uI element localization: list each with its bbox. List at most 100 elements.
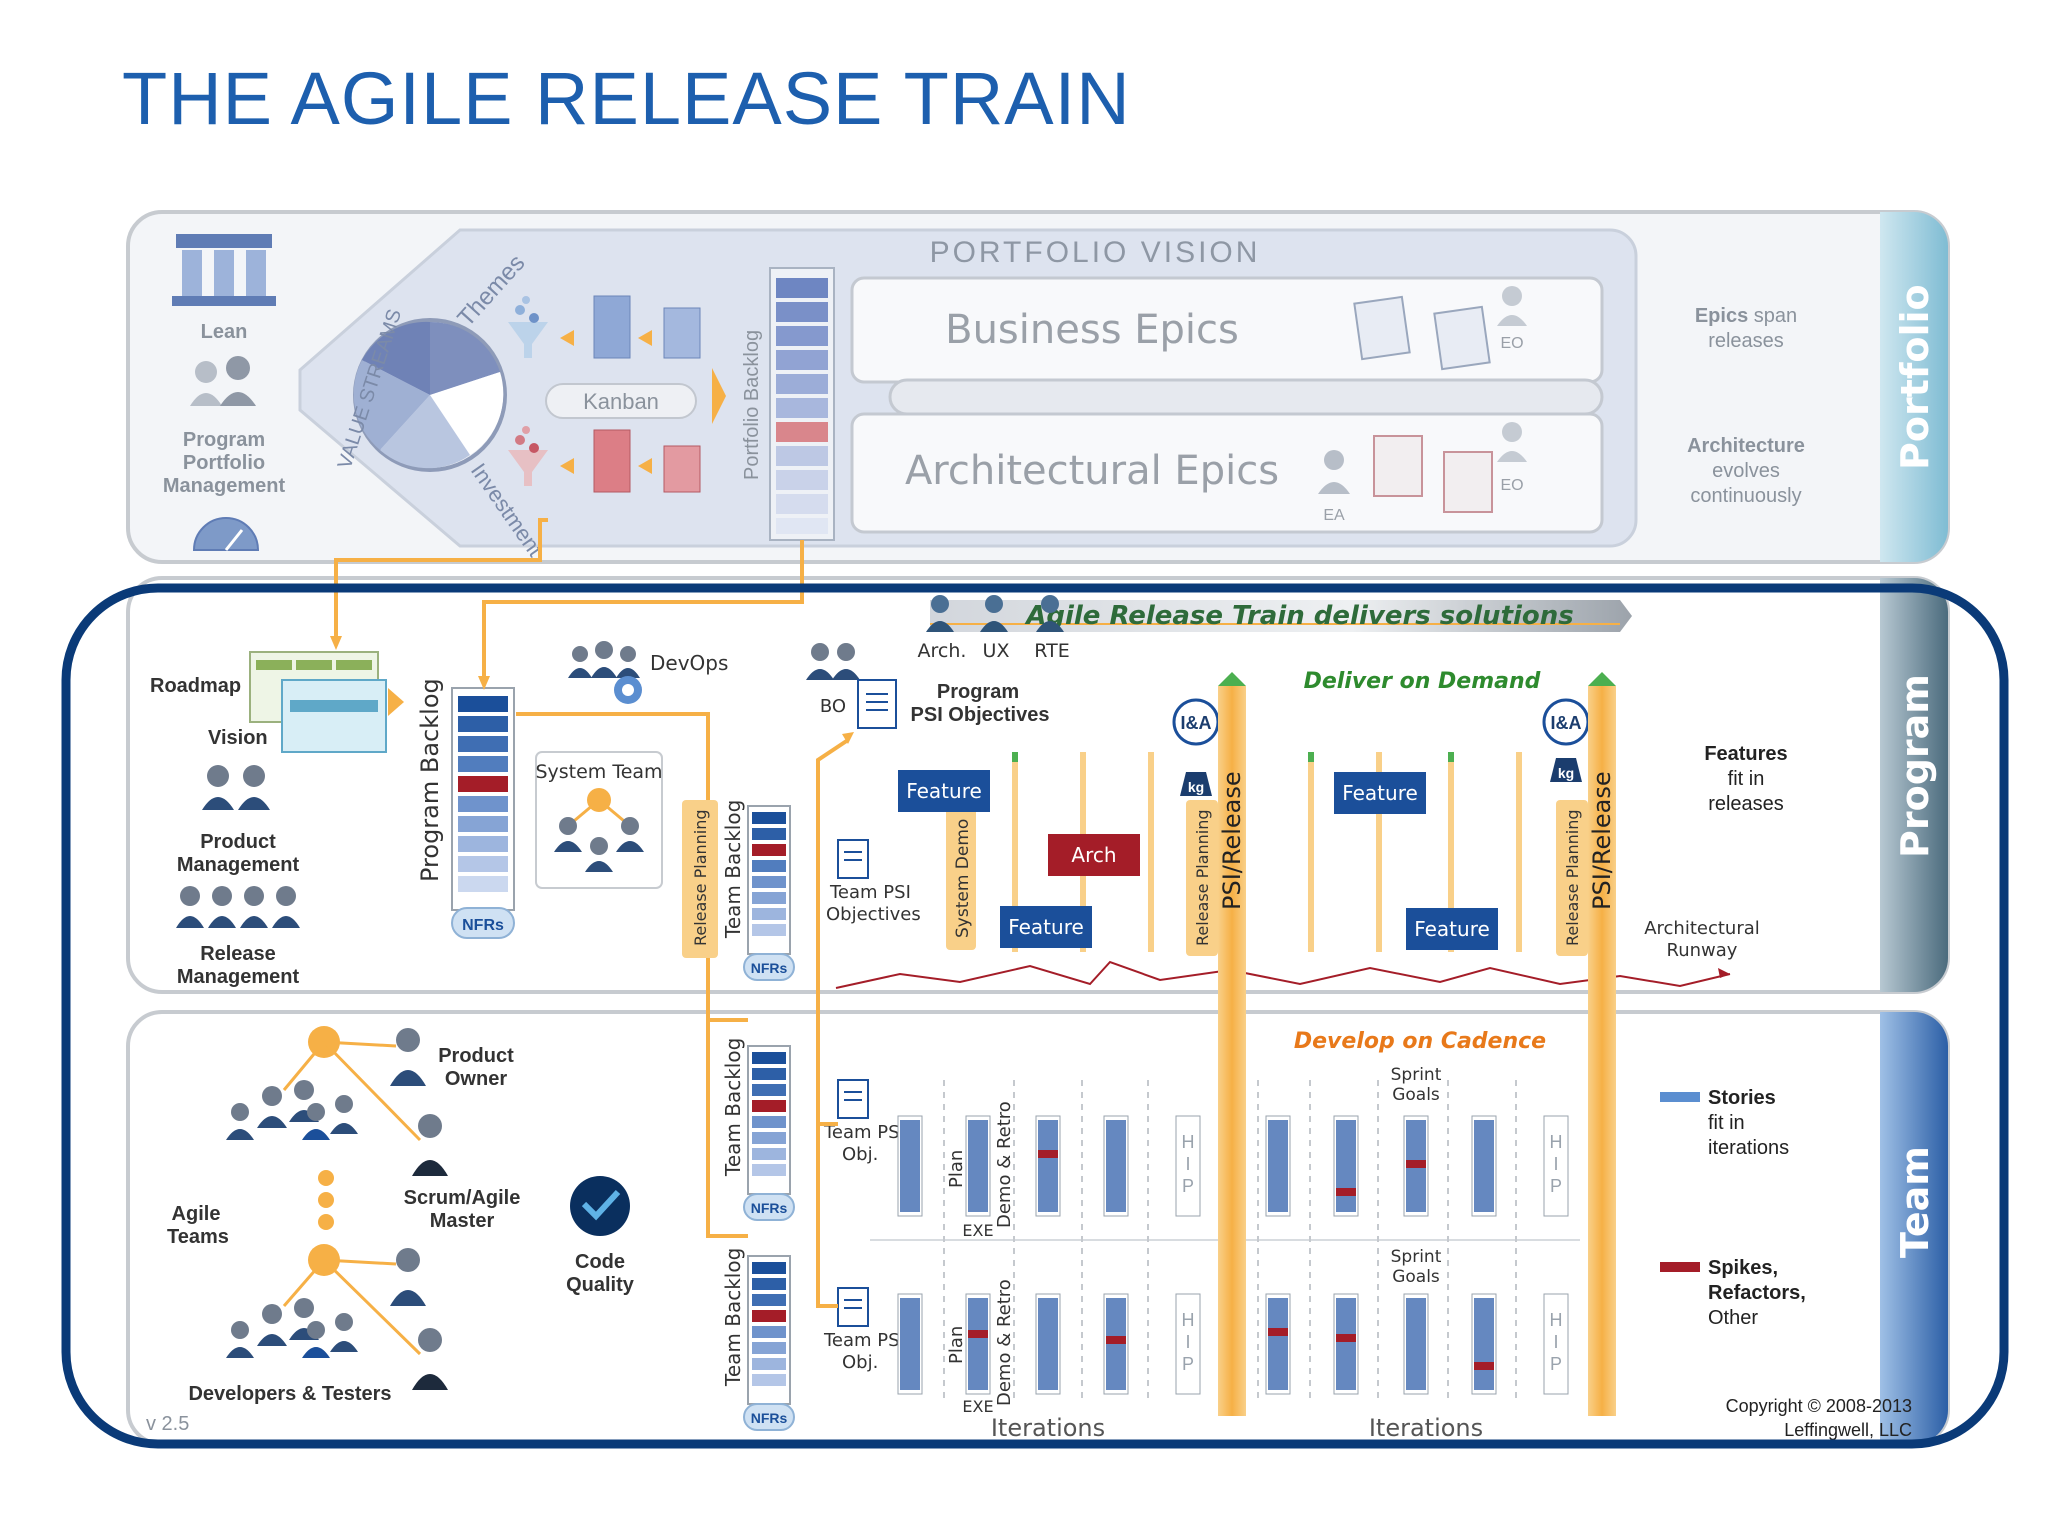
architectural-epic-documents — [1373, 435, 1493, 513]
hip-label-4: HIP — [1550, 1310, 1563, 1374]
ppm-label-3: Management — [163, 475, 286, 497]
iteration-stacks-row2 — [897, 1293, 1569, 1395]
feature-label-4: Feature — [1414, 917, 1490, 941]
system-team-icon — [554, 788, 644, 872]
ea-label: EA — [1323, 507, 1345, 524]
lean-temple-icon — [172, 234, 276, 306]
iterations-label-2: Iterations — [1369, 1414, 1483, 1442]
portfolio-band: Portfolio PORTFOLIO VISION VALUE STREAMS… — [126, 210, 1950, 564]
eo-label-business: EO — [1500, 335, 1523, 352]
sprint-goals-row1-2: Goals — [1392, 1085, 1440, 1105]
product-owner-label-1: Product — [438, 1045, 514, 1067]
team-backlog-stack-program — [752, 812, 786, 936]
ia-label-1: I&A — [1181, 713, 1212, 733]
developers-testers-label: Developers & Testers — [188, 1383, 391, 1405]
portfolio-note-evolves: evolves — [1712, 460, 1780, 482]
spikes-legend-swatch — [1660, 1262, 1700, 1272]
product-owner-label-2: Owner — [445, 1068, 507, 1090]
develop-on-cadence-label: Develop on Cadence — [1294, 1029, 1546, 1054]
program-note-releases: releases — [1708, 793, 1784, 815]
svg-text:P: P — [1550, 1176, 1562, 1196]
team-psi-obj-row1-2: Obj. — [842, 1144, 878, 1165]
ppm-people-icon — [190, 356, 256, 406]
system-team-label: System Team — [535, 761, 662, 783]
svg-text:I: I — [1553, 1332, 1558, 1352]
team-psi-obj-row1-1: Team PSI — [823, 1122, 905, 1143]
portfolio-note-epics: Epics span — [1695, 305, 1797, 327]
roadmap-document-icon — [249, 651, 387, 753]
team-psi-objectives-label-2: Objectives — [826, 904, 921, 925]
ea-person-icon — [1318, 450, 1350, 494]
demo-retro-label-row1: Demo & Retro — [994, 1101, 1015, 1228]
stories-note-iterations: iterations — [1708, 1137, 1789, 1159]
exe-label-row1: EXE — [962, 1221, 993, 1240]
business-kanban-flow — [508, 295, 701, 359]
team-psi-obj-icon-row2 — [837, 1287, 869, 1327]
feature-box-2 — [1000, 906, 1092, 948]
demo-retro-label-row2: Demo & Retro — [994, 1279, 1015, 1406]
svg-text:I: I — [1185, 1154, 1190, 1174]
release-management-icon — [176, 886, 300, 928]
ppm-label-2: Portfolio — [183, 452, 265, 474]
stories-legend-swatch — [1660, 1092, 1700, 1102]
role-rte-label: RTE — [1034, 640, 1069, 662]
feature-box-4 — [1406, 908, 1498, 950]
role-arch-label: Arch. — [918, 640, 967, 662]
team-backlog-stack-row2 — [752, 1262, 786, 1386]
team-psi-obj-row2-2: Obj. — [842, 1352, 878, 1373]
kanban-label: Kanban — [583, 389, 659, 414]
portfolio-note-continuously: continuously — [1690, 485, 1801, 507]
sprint-goals-row1-1: Sprint — [1391, 1065, 1442, 1085]
team-band: Team Product Owner Scrum/Agile Master Ag… — [126, 672, 1950, 1446]
hip-label-3: HIP — [1182, 1310, 1195, 1374]
product-management-label-1: Product — [200, 831, 276, 853]
iteration-dashed-dividers — [943, 1080, 1517, 1400]
product-owner-icon — [390, 1028, 426, 1086]
arch-box — [1048, 834, 1140, 876]
eo-label-arch: EO — [1500, 477, 1523, 494]
system-demo-label: System Demo — [953, 819, 973, 938]
psi-release-label-1: PSI/Release — [1218, 771, 1246, 910]
code-quality-label-1: Code — [575, 1251, 625, 1273]
portfolio-backlog-stack — [776, 278, 828, 534]
release-management-label-2: Management — [177, 966, 300, 988]
spikes-note-2: Refactors, — [1708, 1282, 1806, 1304]
code-quality-label-2: Quality — [566, 1274, 635, 1296]
iteration-stacks-row1 — [897, 1115, 1569, 1217]
sprint-goals-row2-1: Sprint — [1391, 1247, 1442, 1267]
portfolio-note-architecture: Architecture — [1687, 435, 1805, 457]
ia-icon-2 — [1542, 698, 1590, 782]
exe-label-row2: EXE — [962, 1397, 993, 1416]
eo-person-icon — [1497, 286, 1527, 326]
program-band: Program Agile Release Train delivers sol… — [126, 576, 1950, 994]
svg-text:H: H — [1550, 1310, 1563, 1330]
plan-label-row2: Plan — [946, 1326, 967, 1364]
agile-team-icon-bottom — [226, 1244, 448, 1390]
metrics-gauge-icon — [192, 517, 260, 551]
portfolio-vision-label: PORTFOLIO VISION — [930, 236, 1261, 269]
release-planning-label-left: Release Planning — [691, 809, 710, 946]
program-backlog-stack — [458, 696, 508, 892]
sprint-goals-row2-2: Goals — [1392, 1267, 1440, 1287]
scrum-master-icon — [412, 1114, 448, 1176]
team-psi-document-icon-program — [837, 839, 869, 879]
spikes-note-3: Other — [1708, 1307, 1758, 1329]
agile-teams-label-2: Teams — [167, 1226, 229, 1248]
train-banner-label: Agile Release Train delivers solutions — [1024, 601, 1574, 631]
copyright-line-2: Leffingwell, LLC — [1784, 1420, 1912, 1440]
architectural-epics-label: Architectural Epics — [905, 448, 1279, 494]
team-section-label: Team — [1893, 1146, 1937, 1258]
arch-label: Arch — [1071, 843, 1116, 867]
release-management-label-1: Release — [200, 943, 276, 965]
team-backlog-label-row1: Team Backlog — [721, 1038, 745, 1177]
lean-label: Lean — [201, 321, 248, 343]
devops-icon — [568, 641, 642, 704]
code-quality-icon — [570, 1176, 630, 1236]
svg-text:H: H — [1182, 1132, 1195, 1152]
feature-box-1 — [898, 770, 990, 812]
feature-label-2: Feature — [1008, 915, 1084, 939]
team-psi-obj-icon-row1 — [837, 1079, 869, 1119]
program-nfrs-label: NFRs — [462, 917, 504, 934]
portfolio-backlog-label: Portfolio Backlog — [741, 330, 763, 480]
agile-team-icon-top — [226, 1026, 422, 1142]
